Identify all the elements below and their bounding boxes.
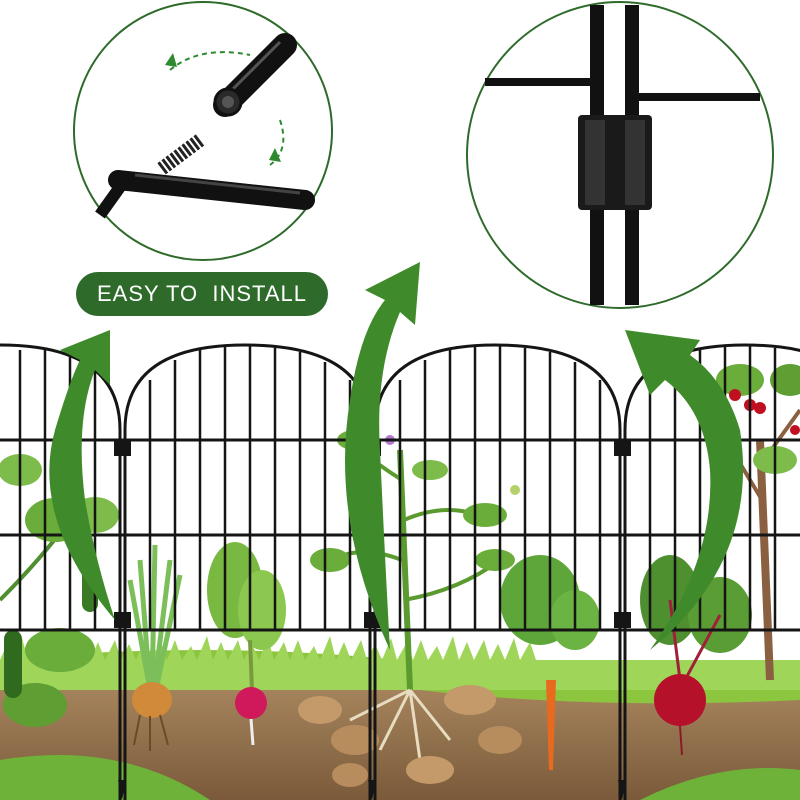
ground [0, 636, 800, 800]
arrow-middle-icon [345, 262, 420, 650]
onion-plant [127, 544, 183, 751]
beet-plant [640, 555, 752, 756]
threaded-connector-detail [73, 1, 333, 261]
arrow-right-icon [625, 330, 744, 650]
arrow-left-icon [49, 330, 115, 620]
sleeve-connector-detail [466, 1, 774, 309]
screw-thread-icon [95, 33, 315, 219]
easy-to-install-badge: EASY TO INSTALL [76, 272, 328, 316]
sleeve-clip-icon [485, 5, 760, 305]
